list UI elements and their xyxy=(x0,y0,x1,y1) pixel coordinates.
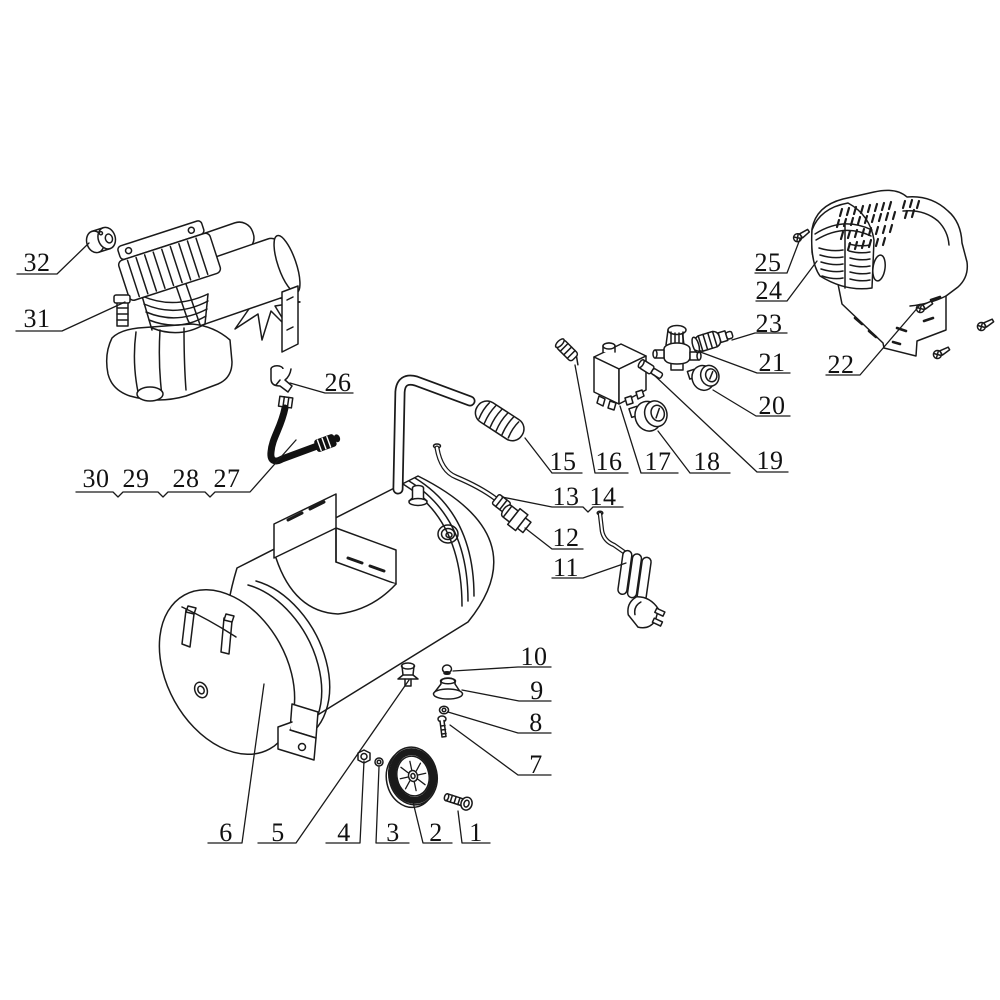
part-handle xyxy=(392,374,525,495)
part-pressure-switch xyxy=(593,342,647,411)
part-shroud xyxy=(810,189,969,357)
callout-6: 6 xyxy=(219,818,233,847)
callout-31: 31 xyxy=(23,304,51,333)
part-plug xyxy=(627,595,666,629)
callout-3: 3 xyxy=(386,818,400,847)
part-motor-mount-saddle xyxy=(273,493,397,615)
shroud-louvers xyxy=(835,198,921,252)
part-power-cord xyxy=(596,510,666,629)
leader-10 xyxy=(452,666,552,672)
leader-23 xyxy=(731,332,788,341)
part-nipple-19 xyxy=(637,358,664,379)
callout-18: 18 xyxy=(693,447,721,476)
leader-11 xyxy=(551,562,627,579)
leader-lines xyxy=(15,238,921,844)
part-tank-port xyxy=(408,484,428,507)
part-grommet xyxy=(85,226,117,254)
callout-14: 14 xyxy=(589,482,617,511)
callout-25: 25 xyxy=(754,248,782,277)
callout-27: 27 xyxy=(213,464,241,493)
part-wheel xyxy=(385,746,438,809)
part-gauge-18 xyxy=(628,400,668,432)
callout-9: 9 xyxy=(530,676,544,705)
leader-17 xyxy=(619,405,679,474)
callout-2: 2 xyxy=(429,818,443,847)
part-elbow-fitting-16 xyxy=(554,338,579,366)
part-screw-a xyxy=(915,300,934,314)
callout-30: 30 xyxy=(82,464,110,493)
leader-4 xyxy=(325,760,365,844)
part-elbow-fitting-26 xyxy=(270,365,293,393)
part-pump-motor-assembly xyxy=(105,220,301,402)
part-handle-grip xyxy=(474,400,525,442)
part-foot-cap xyxy=(441,664,453,676)
part-rubber-foot xyxy=(432,677,464,700)
callout-22: 22 xyxy=(827,350,855,379)
part-screw-25 xyxy=(792,228,811,243)
callout-16: 16 xyxy=(595,447,623,476)
part-foot-screw xyxy=(437,715,447,738)
callout-17: 17 xyxy=(644,447,672,476)
leader-25 xyxy=(754,238,801,274)
callout-13: 13 xyxy=(552,482,580,511)
callout-4: 4 xyxy=(337,818,351,847)
leader-19 xyxy=(653,374,789,473)
part-gauge-20 xyxy=(686,364,720,392)
leader-13-14 xyxy=(501,496,624,513)
callout-26: 26 xyxy=(324,368,352,397)
leader-5 xyxy=(257,679,410,844)
tank-fill-ring xyxy=(437,524,459,544)
leader-12 xyxy=(524,527,584,550)
leader-2 xyxy=(412,801,453,844)
part-check-valve xyxy=(500,504,532,534)
leader-27-30 xyxy=(75,439,297,498)
part-discharge-hose xyxy=(267,395,341,465)
leader-1 xyxy=(457,810,491,844)
leader-16 xyxy=(574,364,629,474)
callout-23: 23 xyxy=(755,309,783,338)
leader-20 xyxy=(712,389,791,417)
part-foot-bracket xyxy=(277,703,319,761)
leader-22 xyxy=(825,304,921,376)
callout-19: 19 xyxy=(756,446,784,475)
leader-15 xyxy=(524,437,583,474)
callout-20: 20 xyxy=(758,391,786,420)
callout-29: 29 xyxy=(122,464,150,493)
leader-24 xyxy=(755,260,818,302)
leader-31 xyxy=(15,301,126,332)
callout-21: 21 xyxy=(758,348,786,377)
part-screw-c xyxy=(932,346,951,360)
callout-12: 12 xyxy=(552,523,580,552)
callout-28: 28 xyxy=(172,464,200,493)
callout-10: 10 xyxy=(520,642,548,671)
callout-24: 24 xyxy=(755,276,783,305)
part-washer xyxy=(374,757,384,767)
callout-7: 7 xyxy=(529,750,543,779)
part-exhaust-tube xyxy=(432,443,499,502)
callout-8: 8 xyxy=(529,708,543,737)
callout-1: 1 xyxy=(469,818,483,847)
leader-8 xyxy=(447,711,552,734)
part-foot-nut xyxy=(438,705,450,715)
callout-5: 5 xyxy=(271,818,285,847)
callout-11: 11 xyxy=(552,553,580,582)
leader-32 xyxy=(16,242,90,275)
part-coupler xyxy=(691,330,734,354)
part-regulator xyxy=(652,324,702,371)
callout-15: 15 xyxy=(549,447,577,476)
leader-18 xyxy=(657,430,731,474)
leader-7 xyxy=(449,724,552,776)
leader-6 xyxy=(207,683,265,844)
part-screw-b xyxy=(976,318,995,332)
leader-21 xyxy=(694,349,791,374)
leader-3 xyxy=(375,766,410,844)
callout-32: 32 xyxy=(23,248,51,277)
leader-9 xyxy=(461,689,552,702)
part-drain-valve xyxy=(397,662,419,687)
leader-26 xyxy=(289,382,354,394)
part-axle-bolt xyxy=(443,793,473,811)
